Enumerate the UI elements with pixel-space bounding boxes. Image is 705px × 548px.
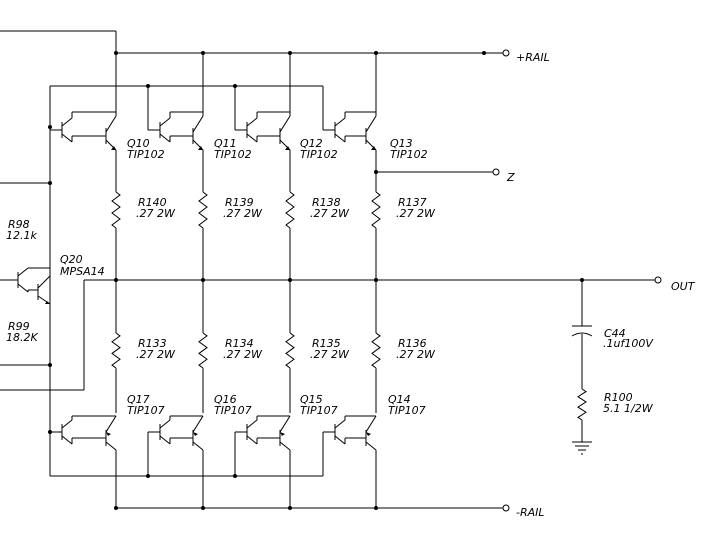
upper-transistor-q11	[148, 111, 204, 151]
r134-value: .27 2W	[223, 348, 263, 361]
lower-transistor-q17	[50, 415, 117, 451]
q20-part: MPSA14	[60, 265, 105, 278]
upper-transistor-q13	[323, 111, 377, 151]
upper-resistor-r138	[285, 191, 295, 229]
q16-ref: Q16	[214, 393, 237, 406]
r99-ref: R99	[8, 320, 30, 333]
r139-value: .27 2W	[223, 207, 263, 220]
q20-ref: Q20	[60, 253, 83, 266]
driver-transistor-q20	[0, 267, 51, 305]
z-terminal	[492, 168, 500, 176]
lower-resistor-r136	[371, 332, 381, 369]
q11-ref: Q11	[214, 137, 237, 150]
out-label: OUT	[671, 280, 696, 293]
pos-rail-label: +RAIL	[516, 51, 550, 64]
terminals	[492, 49, 662, 512]
r140-value: .27 2W	[136, 207, 176, 220]
r133-value: .27 2W	[136, 348, 176, 361]
components	[0, 111, 593, 455]
q12-part: TIP102	[300, 148, 338, 161]
r100-ref: R100	[604, 391, 633, 404]
z-label: Z	[506, 171, 515, 184]
resistor-r100	[577, 388, 587, 421]
lower-resistor-r135	[285, 332, 295, 369]
neg-rail-terminal	[502, 504, 510, 512]
upper-resistor-r140	[111, 191, 121, 229]
upper-transistor-q12	[235, 111, 291, 151]
r140-ref: R140	[138, 196, 167, 209]
r139-ref: R139	[225, 196, 254, 209]
lower-resistor-r134	[198, 332, 208, 369]
lower-resistor-r133	[111, 332, 121, 369]
q17-part: TIP107	[127, 404, 165, 417]
r136-ref: R136	[398, 337, 427, 350]
q13-part: TIP102	[390, 148, 428, 161]
lower-transistor-q16	[148, 415, 204, 451]
r100-value: 5.1 1/2W	[603, 402, 654, 415]
ground-icon	[572, 441, 592, 455]
r135-value: .27 2W	[310, 348, 350, 361]
r99-value: 18.2K	[6, 331, 38, 344]
neg-rail-label: -RAIL	[516, 506, 545, 519]
q17-ref: Q17	[127, 393, 150, 406]
r98-value: 12.1k	[6, 229, 37, 242]
r98-ref: R98	[8, 218, 30, 231]
q15-ref: Q15	[300, 393, 323, 406]
r138-ref: R138	[312, 196, 341, 209]
r137-ref: R137	[398, 196, 427, 209]
q12-ref: Q12	[300, 137, 323, 150]
q11-part: TIP102	[214, 148, 252, 161]
r135-ref: R135	[312, 337, 341, 350]
upper-transistor-q10	[50, 111, 117, 151]
r136-value: .27 2W	[396, 348, 436, 361]
pos-rail-terminal	[502, 49, 510, 57]
lower-transistor-q14	[323, 415, 377, 451]
junctions	[48, 51, 584, 510]
r134-ref: R134	[225, 337, 254, 350]
out-terminal	[654, 276, 662, 284]
r138-value: .27 2W	[310, 207, 350, 220]
q15-part: TIP107	[300, 404, 338, 417]
c44-ref: C44	[604, 327, 626, 340]
q13-ref: Q13	[390, 137, 413, 150]
q14-ref: Q14	[388, 393, 411, 406]
q16-part: TIP107	[214, 404, 252, 417]
labels: +RAIL Z OUT -RAIL Q20 MPSA14 R98 12.1k R…	[6, 51, 696, 519]
q14-part: TIP107	[388, 404, 426, 417]
c44-value: .1uf100V	[603, 337, 654, 350]
upper-resistor-r139	[198, 191, 208, 229]
lower-transistor-q15	[235, 415, 291, 451]
q10-part: TIP102	[127, 148, 165, 161]
upper-resistor-r137	[371, 191, 381, 229]
r137-value: .27 2W	[396, 207, 436, 220]
r133-ref: R133	[138, 337, 167, 350]
capacitor-c44	[571, 325, 593, 337]
q10-ref: Q10	[127, 137, 150, 150]
